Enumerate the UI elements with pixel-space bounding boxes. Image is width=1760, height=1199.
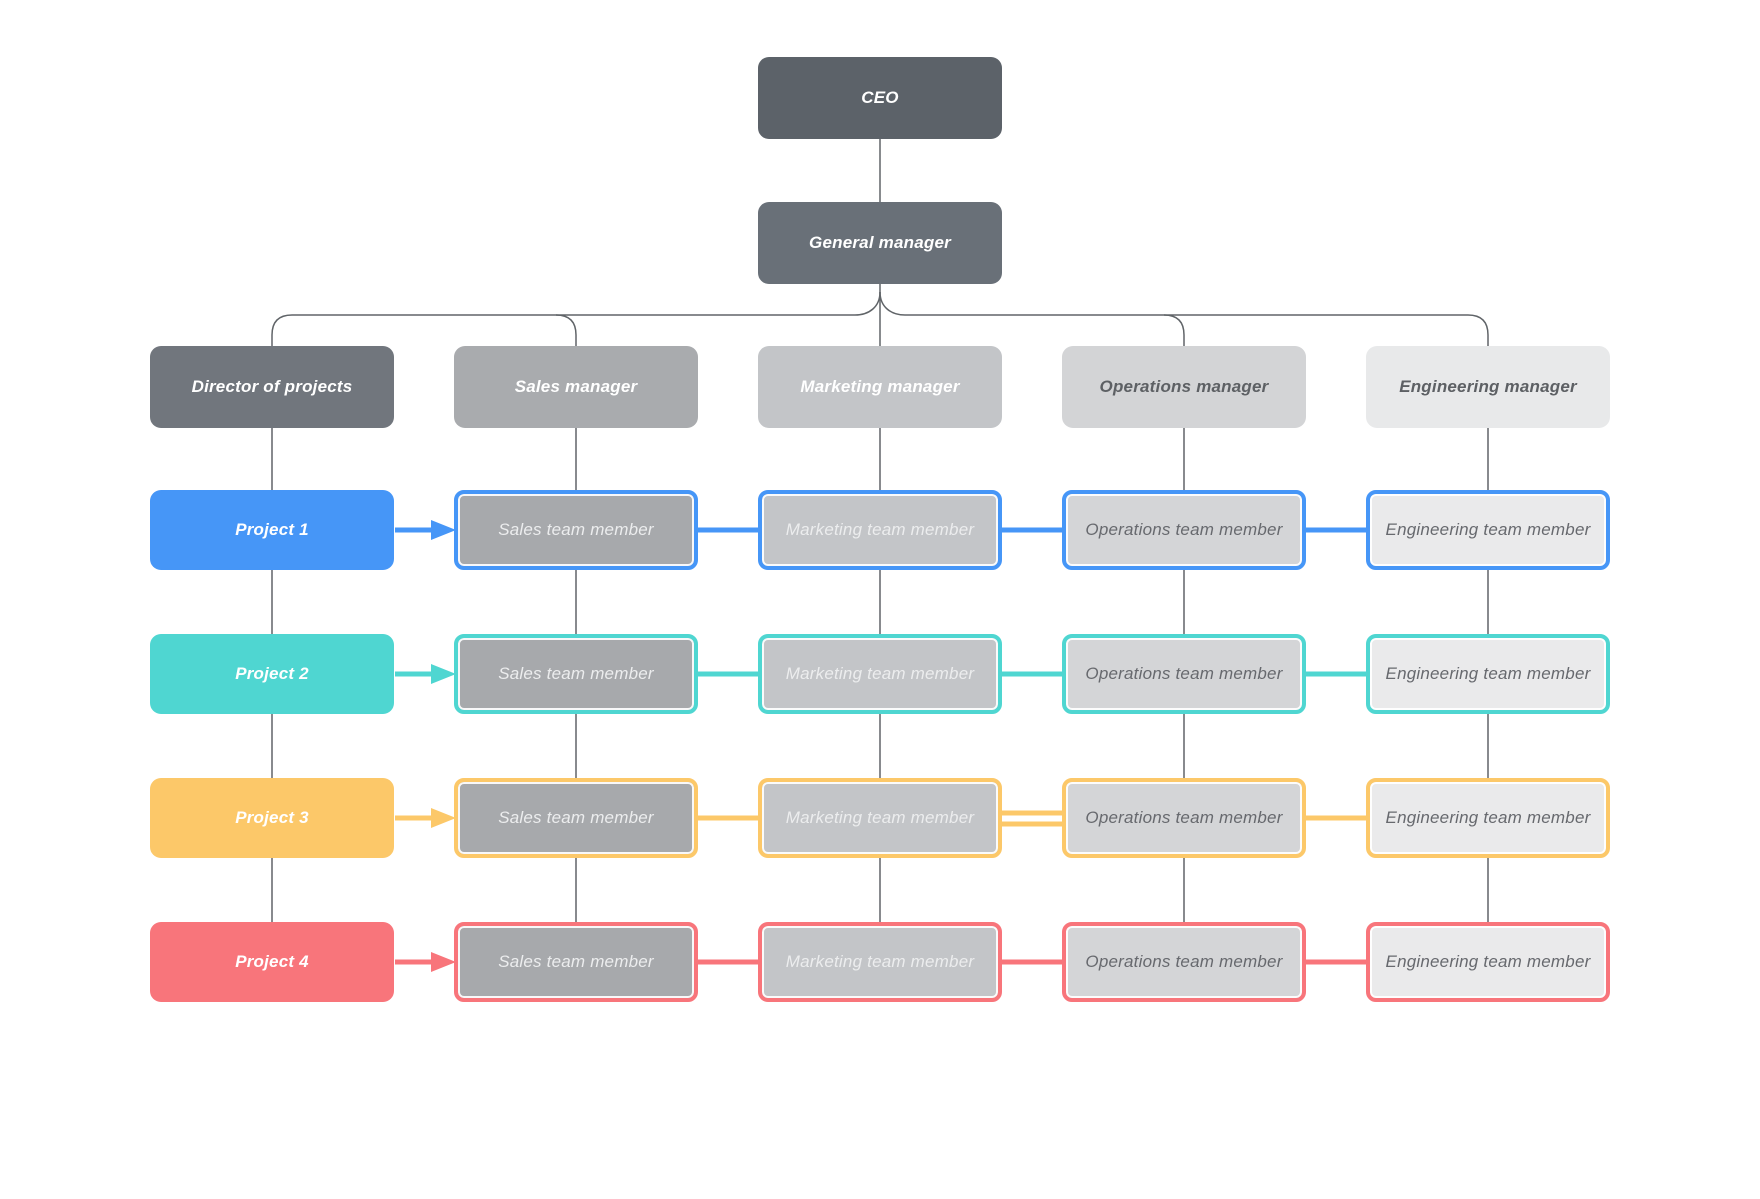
arrowhead-project3 <box>431 808 456 828</box>
member-node-row3-engineering: Engineering team member <box>1366 778 1610 858</box>
manager-node-sales: Sales manager <box>454 346 698 428</box>
project-node-3: Project 3 <box>150 778 394 858</box>
member-node-row4-sales: Sales team member <box>454 922 698 1002</box>
project-node-4: Project 4 <box>150 922 394 1002</box>
connector-gm-director <box>271 291 881 346</box>
manager-node-director-of-projects: Director of projects <box>150 346 394 428</box>
member-node-row1-operations: Operations team member <box>1062 490 1306 570</box>
arrowhead-project4 <box>431 952 456 972</box>
member-node-row1-sales: Sales team member <box>454 490 698 570</box>
row-3-connectors <box>395 808 1367 828</box>
arrowhead-project1 <box>431 520 456 540</box>
row-2-connectors <box>395 664 1367 684</box>
project-node-1: Project 1 <box>150 490 394 570</box>
manager-node-engineering: Engineering manager <box>1366 346 1610 428</box>
member-node-row2-engineering: Engineering team member <box>1366 634 1610 714</box>
connector-gm-operations <box>1163 314 1185 346</box>
member-node-row4-operations: Operations team member <box>1062 922 1306 1002</box>
member-node-row3-marketing: Marketing team member <box>758 778 1002 858</box>
member-node-row1-marketing: Marketing team member <box>758 490 1002 570</box>
member-node-row3-operations: Operations team member <box>1062 778 1306 858</box>
member-node-row3-sales: Sales team member <box>454 778 698 858</box>
general-manager-node: General manager <box>758 202 1002 284</box>
project-node-2: Project 2 <box>150 634 394 714</box>
manager-node-operations: Operations manager <box>1062 346 1306 428</box>
row-4-connectors <box>395 952 1367 972</box>
member-node-row2-sales: Sales team member <box>454 634 698 714</box>
member-node-row2-operations: Operations team member <box>1062 634 1306 714</box>
member-node-row1-engineering: Engineering team member <box>1366 490 1610 570</box>
connector-gm-sales <box>555 314 577 346</box>
ceo-node: CEO <box>758 57 1002 139</box>
manager-node-marketing: Marketing manager <box>758 346 1002 428</box>
member-node-row2-marketing: Marketing team member <box>758 634 1002 714</box>
arrowhead-project2 <box>431 664 456 684</box>
member-node-row4-marketing: Marketing team member <box>758 922 1002 1002</box>
row-1-connectors <box>395 520 1367 540</box>
member-node-row4-engineering: Engineering team member <box>1366 922 1610 1002</box>
connector-gm-engineering <box>879 291 1489 346</box>
